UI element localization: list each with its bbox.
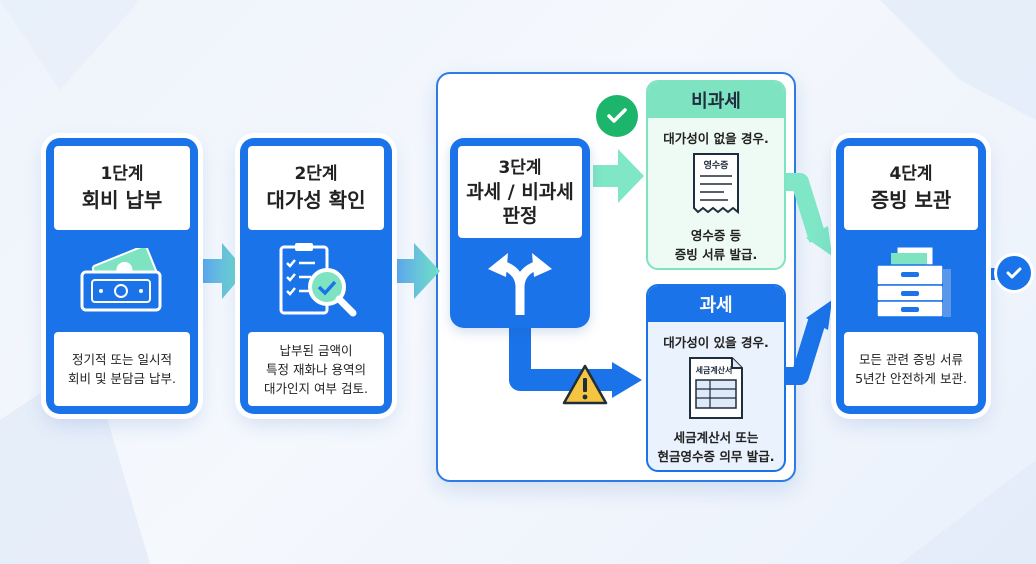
nontax-description: 영수증 등 증빙 서류 발급. [648,226,784,264]
step4-header: 4단계 증빙 보관 [844,146,978,230]
step1-title: 회비 납부 [81,188,163,212]
step3-header: 3단계 과세 / 비과세 판정 [458,146,582,238]
step1-desc-line1: 정기적 또는 일시적 [72,352,172,367]
step3-number: 3단계 [498,158,542,178]
cash-wallet-icon [46,234,198,328]
file-cabinet-icon [836,234,986,328]
step2-desc-line2: 특정 재화나 용역의 [266,361,366,377]
arrow-step2-to-step3 [395,243,440,299]
step4-number: 4단계 [889,164,933,184]
nontax-desc-line1: 영수증 등 [690,228,742,243]
tax-title: 과세 [648,286,784,322]
step3-title-line2: 판정 [502,205,538,227]
step2-number: 2단계 [294,164,338,184]
tax-desc-line2: 현금영수증 의무 발급. [657,449,775,464]
tax-description: 세금계산서 또는 현금영수증 의무 발급. [648,428,784,466]
nontax-title: 비과세 [648,82,784,118]
approved-check-icon [596,95,638,137]
step1-card: 1단계 회비 납부 정기적 또는 일시적 회비 및 분담금 납부. [46,138,198,414]
tax-condition: 대가성이 있을 경우. [663,335,769,350]
step1-header: 1단계 회비 납부 [54,146,190,230]
step1-desc-line2: 회비 및 분담금 납부. [68,371,176,386]
tax-desc-line1: 세금계산서 또는 [673,430,759,445]
nontax-result-card: 비과세 대가성이 없을 경우. 영수증 영수증 등 증빙 서류 발급. [646,80,786,270]
nontax-condition: 대가성이 없을 경우. [663,131,769,146]
step4-title: 증빙 보관 [870,188,952,212]
step3-card: 3단계 과세 / 비과세 판정 [450,138,590,328]
step4-desc-line2: 5년간 안전하게 보관. [855,371,967,386]
receipt-label: 영수증 [704,159,729,171]
step1-number: 1단계 [100,164,144,184]
step2-title: 대가성 확인 [266,188,366,212]
step3-title: 과세 / 비과세 [466,181,574,203]
checklist-magnifier-icon [240,234,392,328]
step2-desc-line1: 납부된 금액이 [279,342,353,358]
split-arrow-icon [450,242,590,322]
step1-description: 정기적 또는 일시적 회비 및 분담금 납부. [54,332,190,406]
nontax-desc-line2: 증빙 서류 발급. [674,247,758,262]
step4-card: 4단계 증빙 보관 모든 관련 증빙 서류 5년간 안전하게 보관. [836,138,986,414]
step2-desc-line3: 대가인지 여부 검토. [264,380,368,396]
receipt-icon: 영수증 [690,152,742,218]
step2-card: 2단계 대가성 확인 납부된 금액이 특정 재화나 용역의 대가인지 여부 검토… [240,138,392,414]
tax-result-card: 과세 대가성이 있을 경우. 세금계산서 세금계산서 또는 현금영수증 의무 발… [646,284,786,472]
step2-description: 납부된 금액이 특정 재화나 용역의 대가인지 여부 검토. [248,332,384,406]
step4-desc-line1: 모든 관련 증빙 서류 [859,352,963,367]
tax-invoice-label: 세금계산서 [696,365,733,375]
step4-description: 모든 관련 증빙 서류 5년간 안전하게 보관. [844,332,978,406]
step2-header: 2단계 대가성 확인 [248,146,384,230]
tax-invoice-icon: 세금계산서 [686,356,746,420]
complete-check-icon [997,256,1031,290]
warning-icon [562,364,608,406]
